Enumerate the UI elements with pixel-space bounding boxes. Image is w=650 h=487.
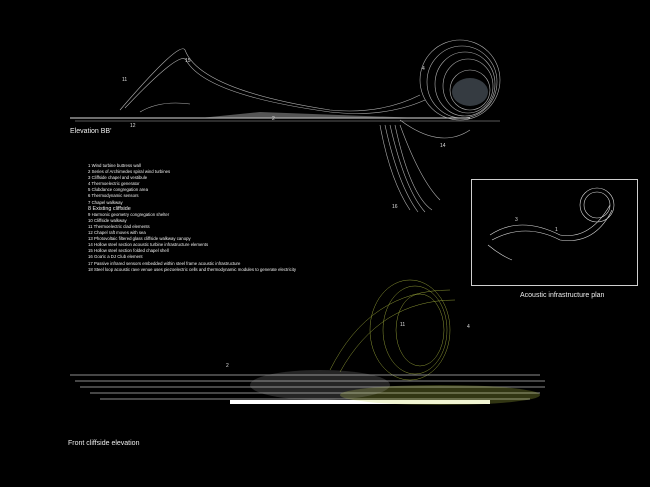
legend-item: 13 Photovoltaic filtered glass cliffside… xyxy=(88,236,191,242)
label-11: 11 xyxy=(122,77,128,83)
legend-item: 17 Passive infrared sensors embedded wit… xyxy=(88,260,241,266)
legend-item: 16 Goa'ic a DJ Club element xyxy=(88,254,143,260)
legend-item: 11 Thermoelectric clad elements xyxy=(88,223,150,229)
legend-item: 10 Cliffside walkway xyxy=(88,217,127,223)
legend-item: 5 Clubdance congregation area xyxy=(88,187,148,193)
legend-item: 8 Existing cliffside xyxy=(88,205,131,212)
label-12: 12 xyxy=(130,123,136,129)
front-label-11: 11 xyxy=(400,322,406,328)
label-14: 14 xyxy=(440,143,446,149)
caption-acoustic-plan: Acoustic infrastructure plan xyxy=(520,292,605,299)
legend-item: 18 Steel loop acoustic rave venue uses p… xyxy=(88,266,297,272)
legend-item: 14 Hollow steel section acoustic turbine… xyxy=(88,242,209,248)
legend-item: 1 Wind turbine buttress wall xyxy=(88,163,141,168)
label-16: 16 xyxy=(392,204,398,210)
plan-label-3: 3 xyxy=(515,217,518,223)
legend-item: 15 Hollow steel section folded chapel sh… xyxy=(88,248,169,254)
legend-item: 2 Series of Archimedes spiral wind turbi… xyxy=(88,169,171,175)
caption-front-elevation: Front cliffside elevation xyxy=(68,440,140,447)
legend-item: 4 Thermoelectric generator xyxy=(88,181,140,187)
plan-label-1: 1 xyxy=(555,227,558,233)
label-2: 2 xyxy=(272,116,275,122)
acoustic-plan-frame xyxy=(471,179,638,286)
legend-item: 6 Thermodynamic sensors xyxy=(88,193,139,199)
front-label-2: 2 xyxy=(226,363,229,369)
label-4: 4 xyxy=(422,66,425,72)
front-label-4: 4 xyxy=(467,324,470,330)
legend-list: 1 Wind turbine buttress wall 2 Series of… xyxy=(88,163,296,273)
legend-item: 12 Chapel raft moves with sea xyxy=(88,230,146,236)
legend-item: 9 Harmonic geometry congregation shelter xyxy=(88,211,170,217)
legend-item: 7 Chapel walkway xyxy=(88,199,123,205)
label-15: 15 xyxy=(185,58,191,64)
caption-elevation-bb: Elevation BB' xyxy=(70,128,112,135)
legend-item: 3 Cliffside chapel and vestibule xyxy=(88,175,148,181)
